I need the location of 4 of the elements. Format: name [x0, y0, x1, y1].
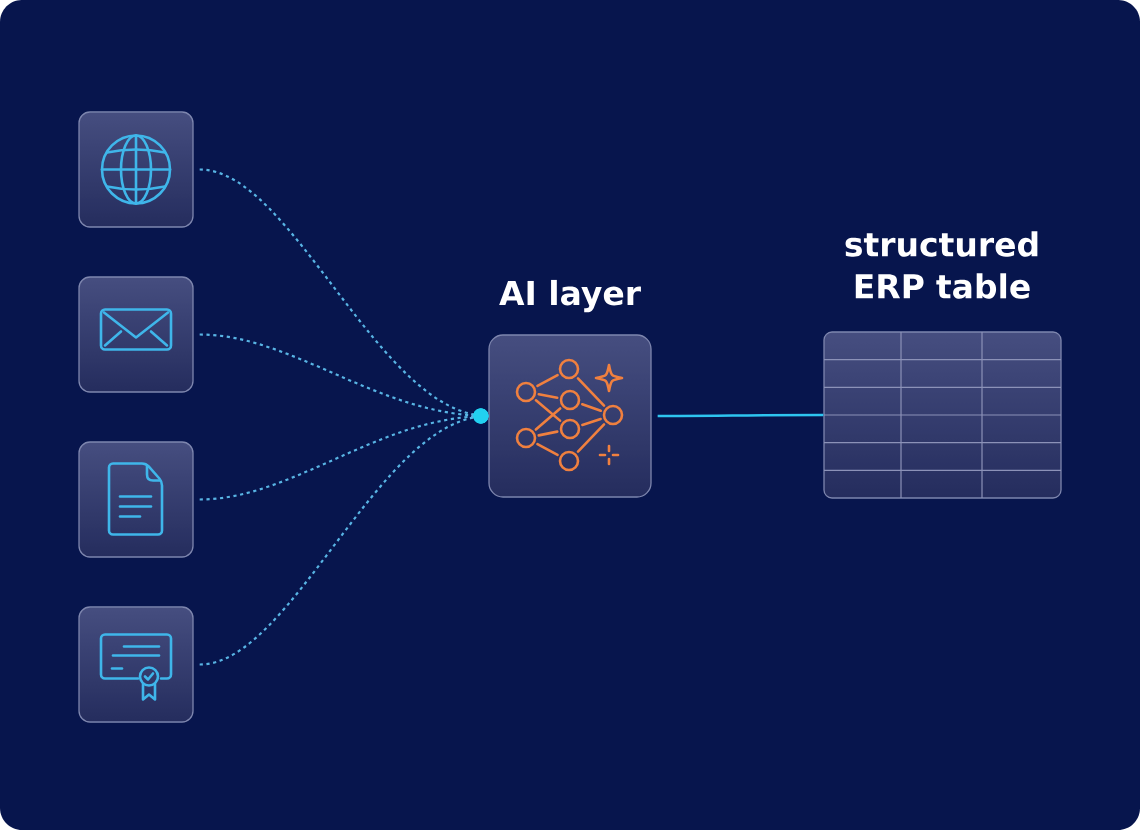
connector-line — [657, 413, 824, 418]
heading: AI layer — [499, 279, 641, 313]
heading: structured ERP table — [845, 231, 1038, 299]
dotted-connector — [199, 408, 489, 666]
